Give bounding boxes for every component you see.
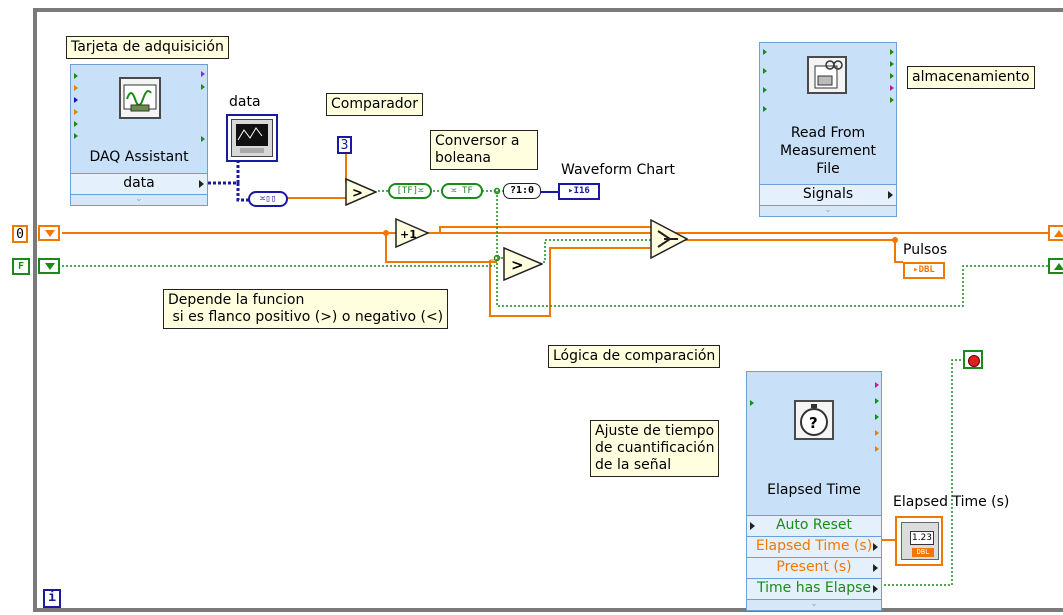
read-file-title-3: File [816,161,840,177]
select-node[interactable] [650,219,688,259]
label-line: si es flanco positivo (>) o negativo (<) [168,309,444,325]
read-file-icon [807,56,847,94]
bool-to-dynamic-node[interactable]: ≍ TF [441,183,483,199]
display-value: 1.23 [910,531,934,545]
label-comparator: Comparador [326,93,423,116]
elapsed-time-vi[interactable]: ? Elapsed Time Auto Reset Elapsed Time (… [746,371,882,611]
terminal-label: data [123,175,155,191]
numeric-display-icon: 1.23 DBL [901,522,939,560]
label-line: de cuantificación [595,440,715,456]
data-graph-indicator[interactable] [226,114,278,162]
label-storage: almacenamiento [907,66,1035,89]
elapsed-terminal-present[interactable]: Present (s) [747,557,881,578]
terminal-label: Elapsed Time (s) [755,538,873,554]
label-line: Conversor a [435,133,520,149]
type-label: DBL [918,265,935,275]
terminal-label: Signals [802,186,854,202]
svg-text:?: ? [809,414,818,432]
label-line: de la señal [595,457,672,473]
terminal-label: Present (s) [776,559,852,575]
terminal-label: Auto Reset [775,517,853,533]
terminal-label: Time has Elapse [756,580,872,596]
label-daq-card: Tarjeta de adquisición [66,36,229,59]
elapsed-time-title: Elapsed Time [767,482,861,498]
label-time-adjust: Ajuste de tiempo de cuantificación de la… [590,420,720,477]
output-arrow-icon [873,585,878,593]
read-file-title-2: Measurement [779,143,877,159]
output-arrow-icon [873,543,878,551]
wire-segment [882,539,896,541]
label-compare-logic: Lógica de comparación [548,345,721,368]
expand-handle[interactable]: ⌄ [747,599,881,610]
shift-register-right-boolean[interactable] [1048,258,1063,274]
label-elapsed-time-s: Elapsed Time (s) [893,494,1010,510]
svg-text:>: > [352,186,363,201]
label-data-graph: data [229,94,261,110]
daq-assistant-title: DAQ Assistant [89,149,189,165]
terminal-markers-right [201,71,207,151]
shift-register-left-boolean[interactable] [38,258,60,274]
output-arrow-icon [888,191,893,199]
stop-icon [968,355,980,367]
numeric-constant-zero[interactable]: 0 [12,225,28,243]
type-label: DBL [912,548,934,557]
type-label: I16 [573,186,590,196]
from-dynamic-data-node[interactable]: ≍▯▯ [248,191,288,207]
elapsed-terminal-time-has-elapsed[interactable]: Time has Elapse [747,578,881,599]
label-pulsos: Pulsos [903,242,948,258]
input-arrow-icon [750,522,755,530]
expand-handle[interactable]: ⌄ [760,205,896,216]
shift-register-left-numeric[interactable] [38,225,60,241]
wire-segment [540,191,560,193]
daq-card-icon [119,77,161,119]
pulsos-indicator[interactable]: ▸DBL [903,262,945,279]
greater-than-comparator[interactable]: > [345,178,377,206]
read-measurement-file-vi[interactable]: Read From Measurement File Signals ⌄ [759,42,897,217]
stop-button-terminal[interactable] [963,350,983,369]
threshold-constant[interactable]: 3 [337,136,352,154]
while-loop-frame[interactable] [33,8,1063,612]
label-bool-converter: Conversor a boleana [430,130,538,170]
arrow-up-icon [1054,263,1063,270]
shift-register-right-numeric[interactable] [1048,225,1063,241]
arrow-down-icon [45,263,55,270]
daq-assistant-vi[interactable]: DAQ Assistant data ⌄ [70,64,208,206]
increment-node[interactable]: +1 [395,218,429,248]
edge-comparator[interactable]: > [503,247,543,281]
bool-to-number-node[interactable]: ?1:0 [503,183,541,199]
arrow-down-icon [45,230,55,237]
label-line: Depende la funcion [168,292,305,308]
arrow-up-icon [1054,230,1063,237]
read-file-title-1: Read From [790,125,866,141]
expand-handle[interactable]: ⌄ [71,194,207,205]
output-arrow-icon [873,564,878,572]
label-waveform-chart: Waveform Chart [561,162,675,178]
read-file-terminal-signals[interactable]: Signals [760,184,896,205]
terminal-markers [74,73,80,143]
svg-text:+1: +1 [400,228,417,241]
terminal-markers [750,400,756,430]
output-arrow-icon [199,180,204,188]
daq-terminal-data[interactable]: data [71,173,207,194]
dynamic-to-bool-node[interactable]: [TF]≍ [388,183,432,199]
iteration-terminal[interactable]: i [43,589,61,608]
stopwatch-icon: ? [794,400,834,440]
elapsed-time-indicator[interactable]: 1.23 DBL [895,516,943,566]
boolean-constant-false[interactable]: F [12,258,30,275]
label-line: boleana [435,150,491,166]
label-line: Ajuste de tiempo [595,423,715,439]
terminal-markers [763,49,769,119]
label-edge-function: Depende la funcion si es flanco positivo… [163,289,449,329]
terminal-markers-right [875,382,881,472]
elapsed-terminal-elapsed-time[interactable]: Elapsed Time (s) [747,536,881,557]
waveform-chart-terminal[interactable]: ▸I16 [558,183,600,200]
svg-text:>: > [511,256,524,274]
graph-icon [231,119,273,157]
terminal-markers-right [890,49,896,119]
elapsed-terminal-auto-reset[interactable]: Auto Reset [747,515,881,536]
